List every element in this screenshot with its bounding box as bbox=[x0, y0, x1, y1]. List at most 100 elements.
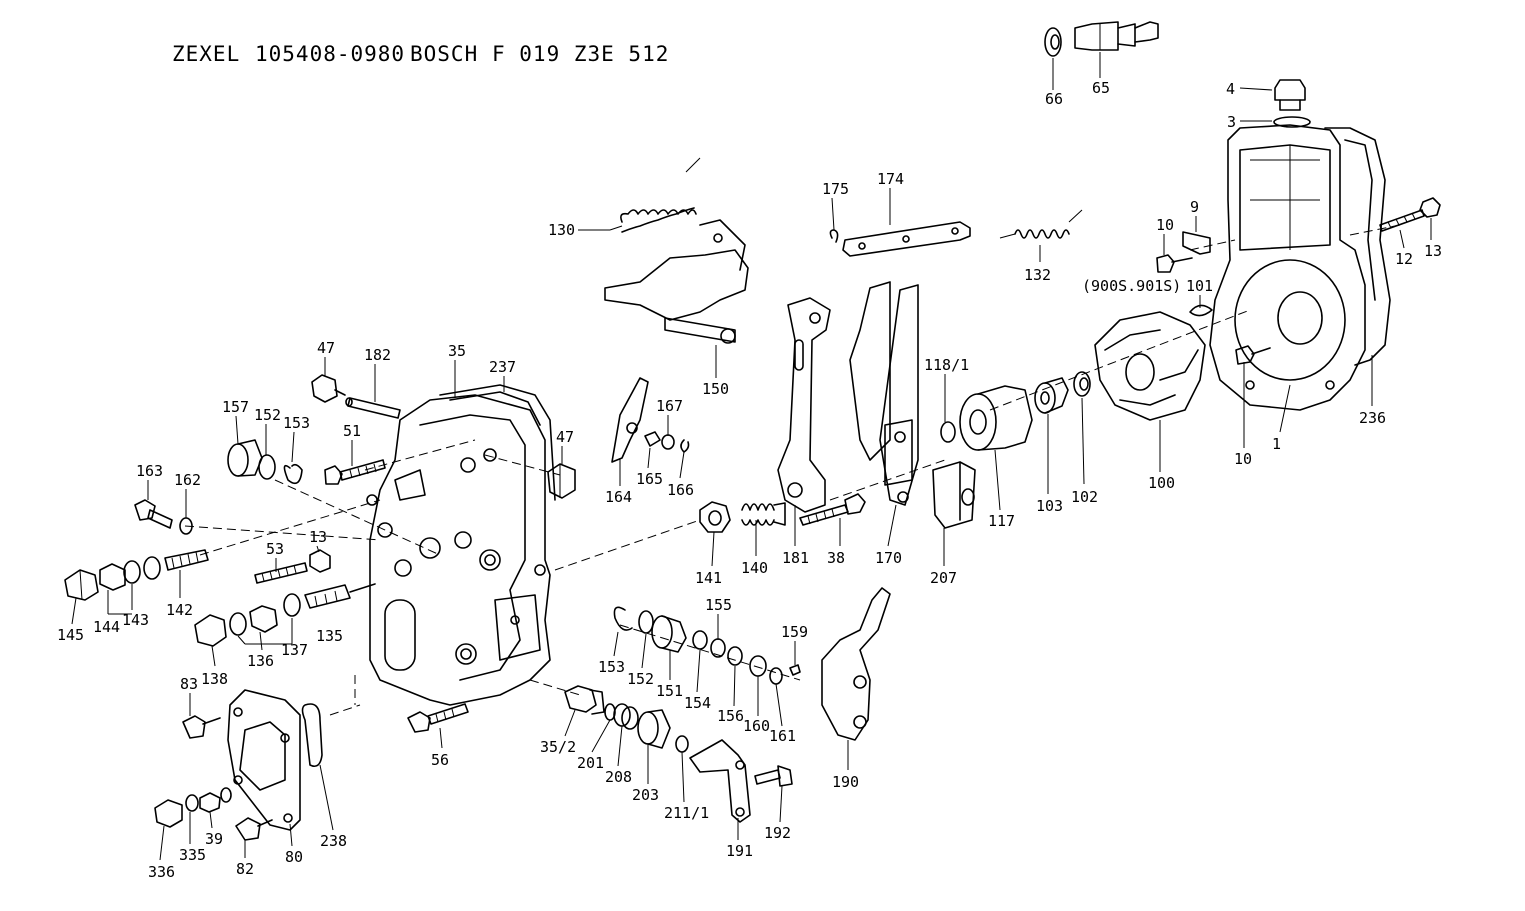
part-label: 137 bbox=[281, 641, 308, 659]
part-label: 12 bbox=[1395, 250, 1413, 268]
part-label: 51 bbox=[343, 422, 361, 440]
part-washer-161 bbox=[769, 667, 783, 685]
part-label: 118/1 bbox=[924, 356, 969, 374]
part-oring-238 bbox=[301, 703, 323, 768]
part-oring-3 bbox=[1273, 116, 1311, 128]
part-label: 203 bbox=[632, 786, 659, 804]
part-label: 35/2 bbox=[540, 738, 576, 756]
leader-lines bbox=[71, 52, 1432, 861]
part-link-170 bbox=[849, 281, 919, 506]
part-screw-142 bbox=[164, 549, 209, 571]
part-label: 65 bbox=[1092, 79, 1110, 97]
part-washer-155 bbox=[710, 638, 726, 658]
part-label: 159 bbox=[781, 623, 808, 641]
part-key-159 bbox=[789, 664, 801, 676]
part-label: 13 bbox=[1424, 242, 1442, 260]
part-label: 153 bbox=[598, 658, 625, 676]
part-label: 151 bbox=[656, 682, 683, 700]
part-gasket-237 bbox=[439, 384, 556, 501]
part-bush-160 bbox=[749, 655, 767, 677]
part-label: 190 bbox=[832, 773, 859, 791]
part-cap-nut-145 bbox=[64, 569, 99, 601]
part-plug-47-top bbox=[311, 374, 346, 403]
part-label: 154 bbox=[684, 694, 711, 712]
part-label: 157 bbox=[222, 398, 249, 416]
part-label: 102 bbox=[1071, 488, 1098, 506]
part-label: 47 bbox=[556, 428, 574, 446]
part-nut-141 bbox=[699, 501, 731, 533]
part-cover-80 bbox=[227, 689, 301, 831]
part-label: 141 bbox=[695, 569, 722, 587]
part-labels: 66 65 4 3 9 10 12 13 (900S.901S) 101 175… bbox=[57, 79, 1442, 881]
part-lever-191 bbox=[689, 739, 751, 823]
part-circlip-153-left bbox=[283, 463, 303, 485]
part-label: 145 bbox=[57, 626, 84, 644]
part-washer-143 bbox=[123, 556, 161, 584]
part-gasket-236 bbox=[1324, 127, 1391, 366]
part-label: 155 bbox=[705, 596, 732, 614]
header-zexel-part-number: 105408-0980 bbox=[255, 42, 405, 66]
part-label: 170 bbox=[875, 549, 902, 567]
header-brand-zexel: ZEXEL bbox=[172, 42, 240, 66]
part-label: 56 bbox=[431, 751, 449, 769]
part-cap-157 bbox=[227, 439, 263, 477]
part-washer-167 bbox=[661, 434, 675, 450]
part-screw-56 bbox=[407, 703, 469, 733]
part-label: 138 bbox=[201, 670, 228, 688]
part-label: 130 bbox=[548, 221, 575, 239]
part-oring-152-right bbox=[638, 610, 654, 634]
part-label: 66 bbox=[1045, 90, 1063, 108]
part-governor-cover-35 bbox=[366, 394, 551, 706]
part-sliding-sleeve-117 bbox=[959, 385, 1033, 451]
part-label: 191 bbox=[726, 842, 753, 860]
diagram-header: ZEXEL 105408-0980 BOSCH F 019 Z3E 512 bbox=[172, 42, 668, 66]
part-nut-13-right bbox=[1419, 197, 1441, 218]
part-washer-136 bbox=[229, 612, 247, 636]
part-label: 163 bbox=[136, 462, 163, 480]
part-label: 10 bbox=[1156, 216, 1174, 234]
part-label: 164 bbox=[605, 488, 632, 506]
part-clip-166 bbox=[680, 439, 690, 453]
part-label: 140 bbox=[741, 559, 768, 577]
part-washer-154 bbox=[692, 630, 708, 650]
part-washer-118-1 bbox=[940, 421, 956, 443]
part-plug-4 bbox=[1274, 79, 1306, 111]
part-label: 80 bbox=[285, 848, 303, 866]
part-bracket-9 bbox=[1182, 231, 1211, 255]
part-label: 174 bbox=[877, 170, 904, 188]
part-nut-137 bbox=[249, 593, 301, 633]
part-label: 103 bbox=[1036, 497, 1063, 515]
part-label: 192 bbox=[764, 824, 791, 842]
part-spring-132 bbox=[999, 209, 1083, 239]
part-label: 35 bbox=[448, 342, 466, 360]
part-screw-spring-140 bbox=[741, 502, 786, 526]
part-label: 132 bbox=[1024, 266, 1051, 284]
part-bolt-82 bbox=[235, 817, 273, 841]
part-lever-174 bbox=[842, 221, 971, 257]
part-cap-nut-336 bbox=[154, 799, 183, 828]
part-flyweight-assembly-100 bbox=[1094, 311, 1206, 421]
part-screw-38 bbox=[799, 493, 866, 526]
part-spring-208 bbox=[613, 703, 639, 730]
assembly-axes bbox=[184, 224, 1401, 716]
part-label: 211/1 bbox=[664, 804, 709, 822]
part-label: 175 bbox=[822, 180, 849, 198]
part-label: 135 bbox=[316, 627, 343, 645]
part-pin-182 bbox=[345, 397, 401, 419]
part-label: 336 bbox=[148, 863, 175, 881]
part-screw-135 bbox=[304, 583, 376, 609]
part-label: 165 bbox=[636, 470, 663, 488]
part-clip-175 bbox=[829, 229, 839, 243]
part-lever-190 bbox=[821, 587, 891, 741]
part-label: 201 bbox=[577, 754, 604, 772]
part-nut-144 bbox=[99, 563, 126, 591]
part-lever-181 bbox=[777, 297, 831, 513]
part-washer-335 bbox=[185, 794, 199, 812]
part-label: 136 bbox=[247, 652, 274, 670]
part-label: 1 bbox=[1272, 435, 1281, 453]
part-bolt-51 bbox=[324, 459, 386, 485]
part-label: 150 bbox=[702, 380, 729, 398]
part-bracket-164 bbox=[611, 377, 649, 463]
part-washer-66 bbox=[1044, 27, 1062, 57]
part-label: 83 bbox=[180, 675, 198, 693]
